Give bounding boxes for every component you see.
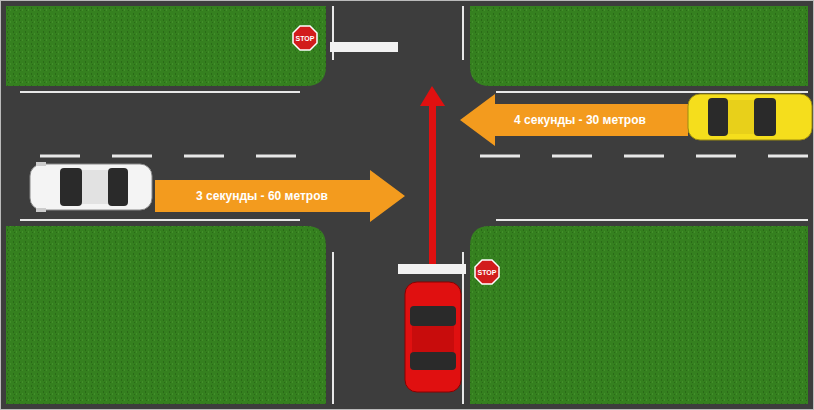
stop-line bbox=[398, 264, 466, 274]
arrow-label: 4 секунды - 30 метров bbox=[514, 113, 646, 127]
arrow-label: 3 секунды - 60 метров bbox=[196, 189, 328, 203]
red-car bbox=[405, 282, 461, 392]
yellow-car-arrow bbox=[460, 94, 688, 146]
red-car-arrow bbox=[420, 86, 445, 106]
stop-sign bbox=[293, 26, 317, 50]
stop-sign-text: STOP bbox=[296, 35, 315, 42]
grass bbox=[470, 226, 808, 404]
white-car bbox=[30, 162, 152, 212]
grass bbox=[470, 6, 808, 86]
center-dashes bbox=[40, 155, 808, 158]
yellow-car bbox=[688, 94, 812, 140]
edge-lines bbox=[20, 6, 808, 404]
red-car-arrow bbox=[429, 104, 436, 264]
stop-sign-text: STOP bbox=[478, 269, 497, 276]
white-car-arrow bbox=[155, 170, 405, 222]
stop-line bbox=[330, 42, 398, 52]
grass bbox=[6, 226, 326, 404]
grass bbox=[6, 6, 326, 86]
stop-sign bbox=[475, 260, 499, 284]
